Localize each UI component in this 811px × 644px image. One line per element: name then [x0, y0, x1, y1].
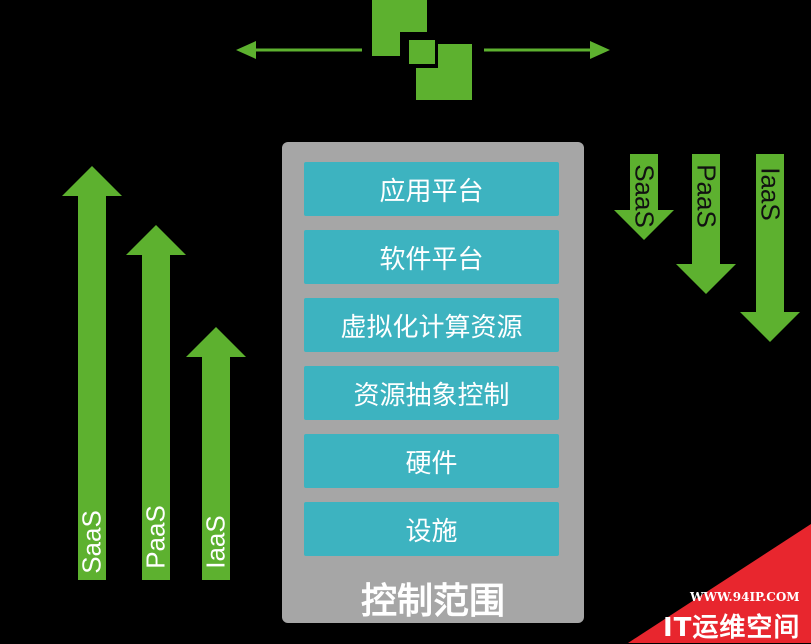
paas-down-arrow	[676, 154, 736, 294]
control-scope-stack: 应用平台 软件平台 虚拟化计算资源 资源抽象控制 硬件 设施 控制范围	[282, 142, 584, 623]
layer-resource-abstraction: 资源抽象控制	[304, 366, 559, 420]
left-pointing-arrow	[236, 41, 362, 59]
layer-software-platform: 软件平台	[304, 230, 559, 284]
overlapping-squares-icon	[372, 0, 472, 100]
right-pointing-arrow	[484, 41, 610, 59]
layer-facilities: 设施	[304, 502, 559, 556]
watermark-name: IT运维空间	[663, 613, 801, 643]
layer-virtualized-compute: 虚拟化计算资源	[304, 298, 559, 352]
paas-up-arrow	[126, 225, 186, 580]
iaas-down-arrow	[740, 154, 800, 342]
top-double-arrow-logo	[236, 0, 610, 100]
saas-down-arrow	[614, 154, 674, 240]
layer-application-platform: 应用平台	[304, 162, 559, 216]
watermark-url: WWW.94IP.COM	[690, 590, 800, 604]
layer-hardware: 硬件	[304, 434, 559, 488]
saas-up-arrow	[62, 166, 122, 580]
control-scope-label: 控制范围	[360, 581, 505, 622]
iaas-up-arrow	[186, 327, 246, 580]
